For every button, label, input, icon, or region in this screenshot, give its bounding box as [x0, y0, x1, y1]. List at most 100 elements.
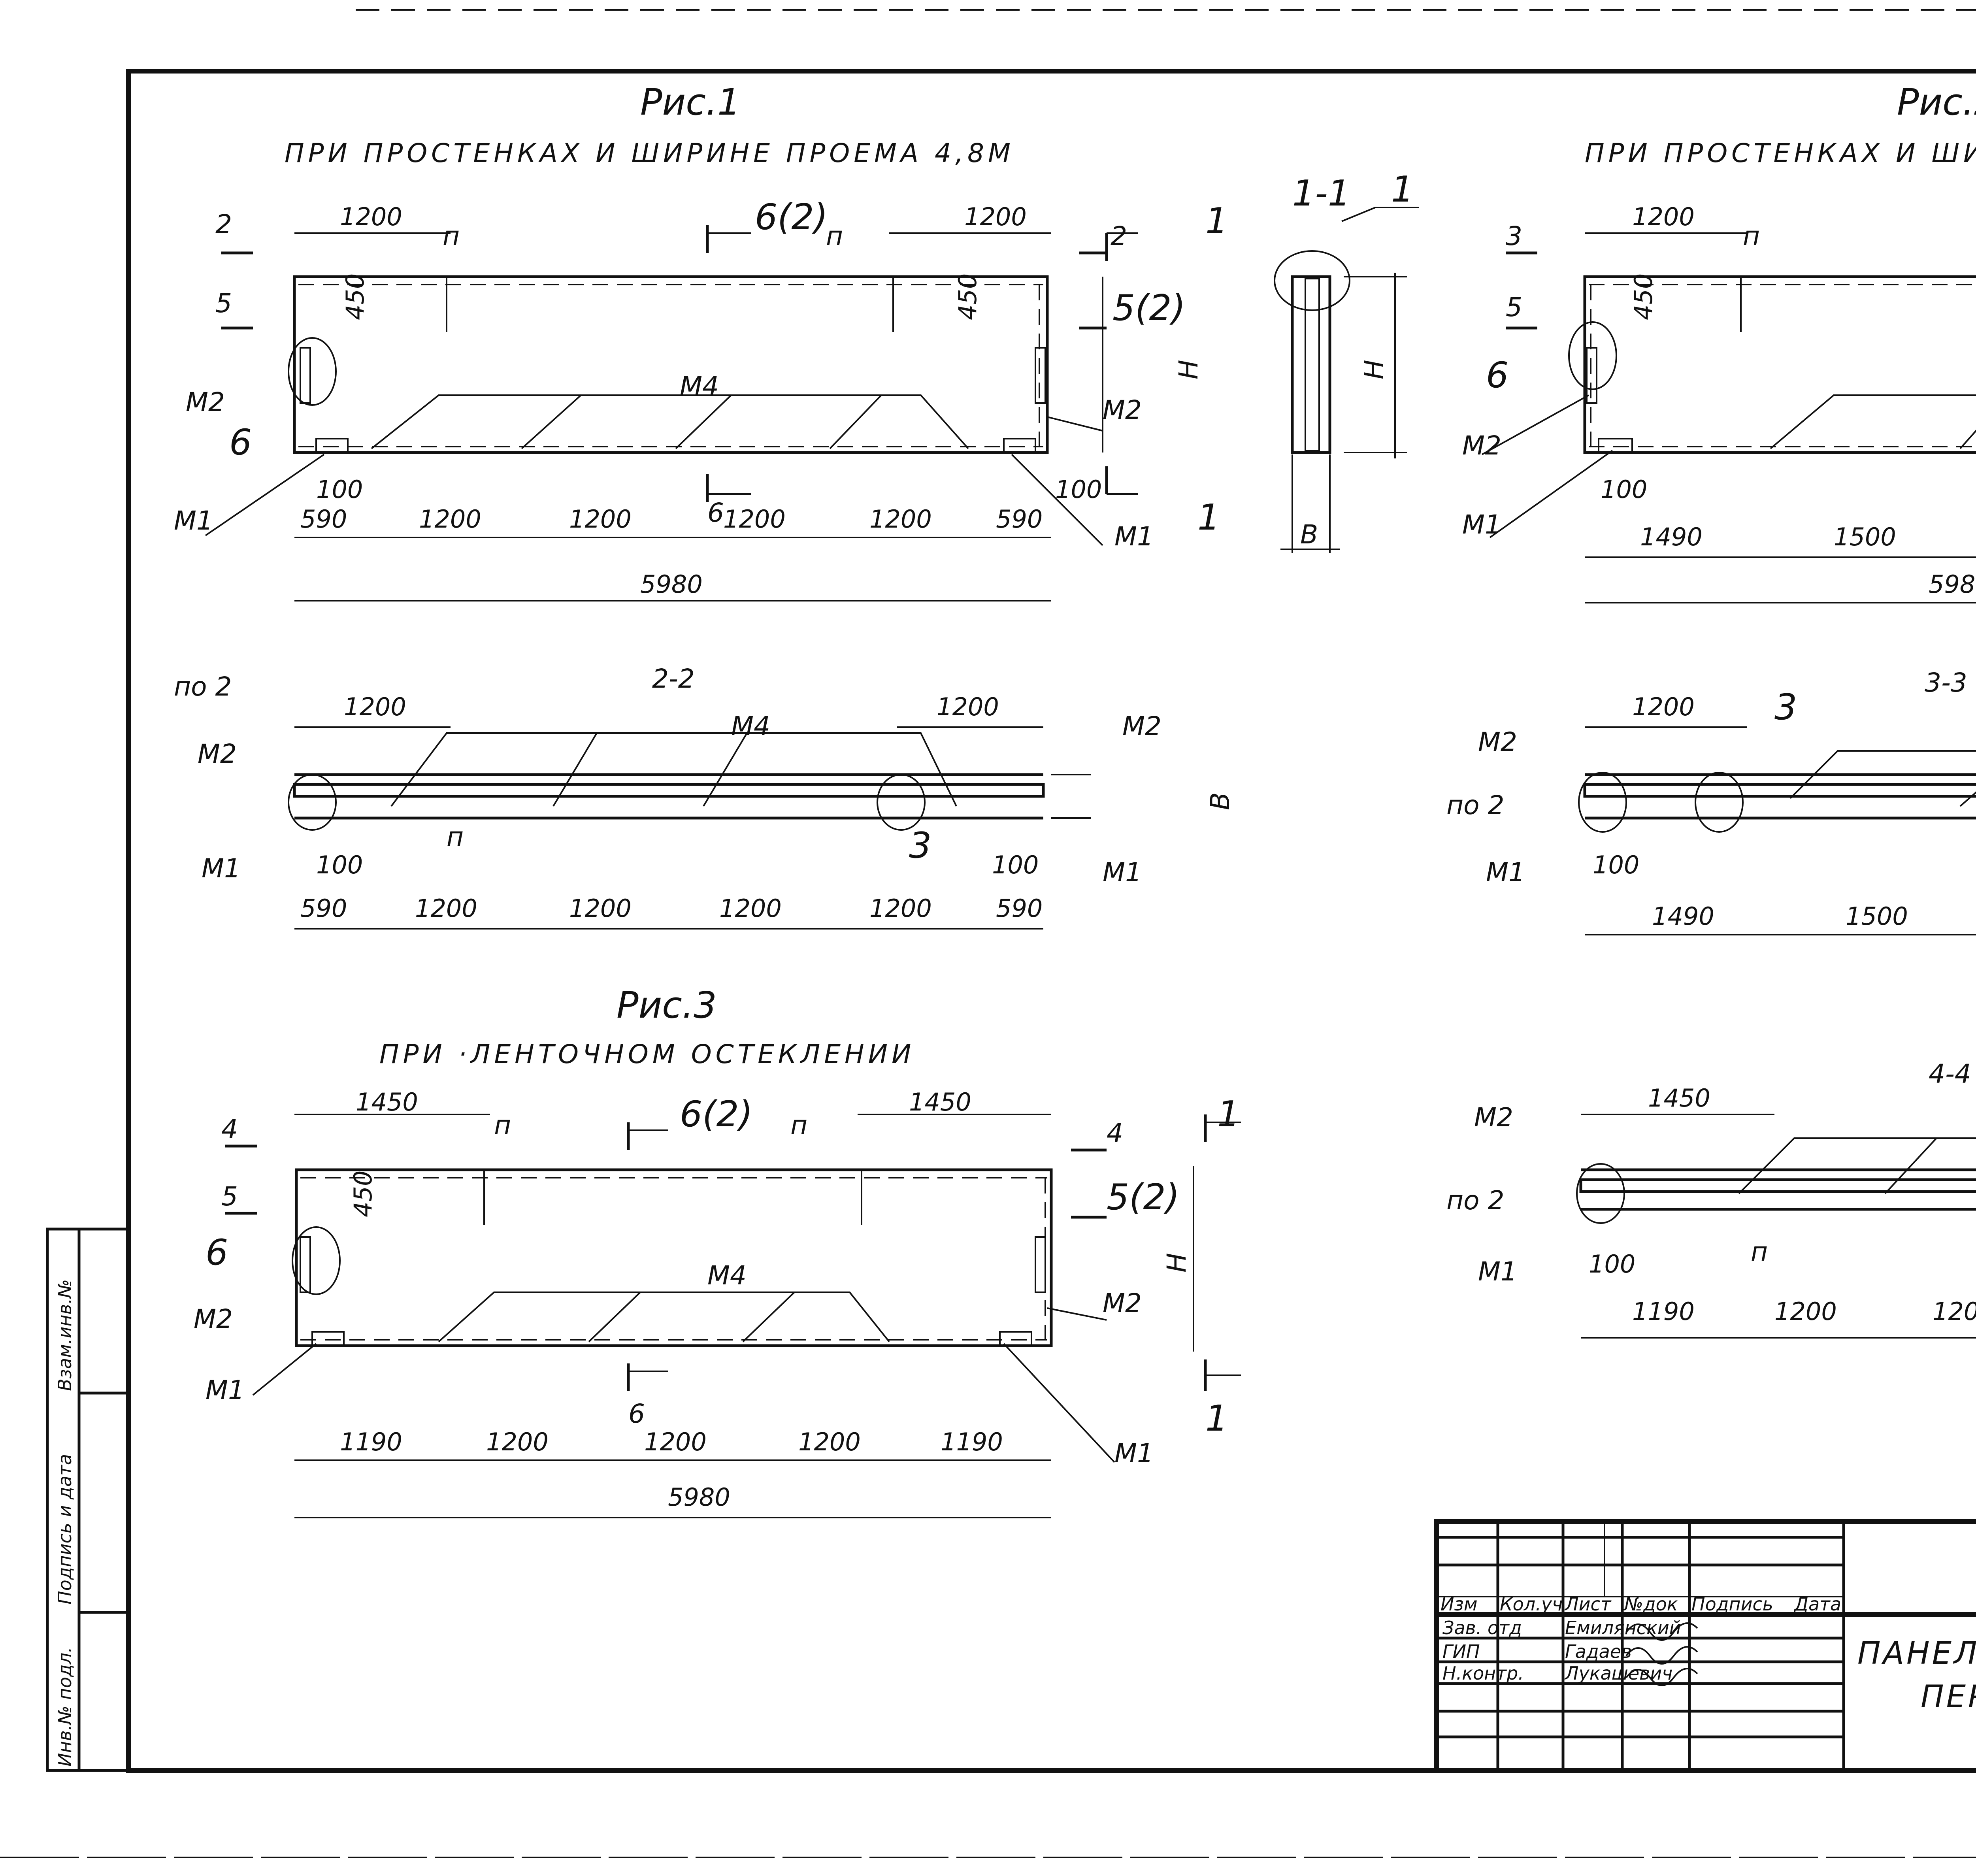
sec44-dim-top-left: 1450	[1648, 1084, 1710, 1112]
sec33-dim-bottom: 1500	[1846, 902, 1908, 931]
fig3-label-m2: М2	[1103, 1288, 1142, 1318]
fig1-dim-H: Н	[1173, 360, 1204, 379]
sec22-dim-bottom: 1200	[415, 894, 477, 923]
fig3-label-m1: М1	[1114, 1438, 1154, 1469]
fig1-dim-bottom: 1200	[723, 505, 786, 534]
sec44-dim-bottom: 1190	[1632, 1297, 1695, 1326]
sec33-label-m2: М2	[1478, 727, 1517, 757]
fig3-dim-top-right: 1450	[909, 1088, 971, 1116]
fig1-dim-bottom: 1200	[869, 505, 932, 534]
fig1-label-m4: М4	[680, 371, 719, 402]
sec33-dim-bottom: 1490	[1652, 902, 1714, 931]
fig2-title: Рис.2	[1897, 81, 1976, 123]
sec33-edge-left: 100	[1593, 850, 1639, 879]
tb-name: Гадаев	[1565, 1641, 1632, 1662]
sec44-dim-bottom: 1200	[1774, 1297, 1837, 1326]
tb-header-ndok: №док	[1623, 1593, 1678, 1615]
fig2-dim-total: 5980	[1929, 570, 1976, 599]
side-stamp-cell: Взам.инв.№	[54, 1279, 75, 1391]
fig1-label-p: п	[443, 221, 460, 251]
section-1-1-node: 1	[1391, 169, 1414, 210]
fig1-dim-bottom: 590	[996, 505, 1043, 534]
fig1-label-m2: М2	[186, 387, 225, 417]
sec33-dim-top-left: 1200	[1632, 692, 1695, 721]
fig1-subtitle: ПРИ ПРОСТЕНКАХ И ШИРИНЕ ПРОЕМА 4,8М	[285, 138, 1014, 168]
sec22-label-m1: М1	[1103, 857, 1142, 888]
figure-1: Рис.1 ПРИ ПРОСТЕНКАХ И ШИРИНЕ ПРОЕМА 4,8…	[205, 81, 1138, 601]
fig1-cut-2b: 2	[1111, 221, 1127, 251]
fig1-cut-2: 2	[215, 209, 232, 239]
fig1-label-m2: М2	[1103, 395, 1142, 425]
figure-3	[225, 1114, 1241, 1518]
fig2-label-m1: М1	[1462, 509, 1501, 540]
tb-header-podpis: Подпись	[1691, 1593, 1773, 1615]
sec33-title: 3-3	[1925, 667, 1967, 698]
fig3-dim-bottom: 1200	[798, 1427, 861, 1456]
fig3-dim-total: 5980	[668, 1483, 730, 1512]
sec33-label-m1: М1	[1486, 857, 1525, 888]
sec22-dim-bottom: 590	[300, 894, 347, 923]
fig3-label-p: п	[494, 1110, 511, 1141]
fig2-label-m2: М2	[1462, 430, 1501, 461]
fig3-label-m4: М4	[707, 1260, 747, 1291]
section-1-1-B: В	[1300, 519, 1318, 550]
fig1-dim-total: 5980	[640, 570, 703, 599]
fig2-edge-left: 100	[1601, 475, 1647, 504]
fig2-dim-bottom: 1490	[1640, 522, 1703, 551]
tb-role: ГИП	[1442, 1641, 1480, 1662]
fig1-dim-bottom: 1200	[419, 505, 481, 534]
side-stamp-cell: Инв.№ подл.	[54, 1647, 75, 1767]
sec22-label-m2: М2	[1122, 711, 1161, 741]
fig3-cut-5: 5	[221, 1181, 238, 1212]
sec44-label-m1: М1	[1478, 1256, 1517, 1287]
sec44-title: 4-4	[1929, 1059, 1971, 1089]
sec44-dim-bottom: 1200	[1933, 1297, 1976, 1326]
tb-header-izm: Изм	[1441, 1593, 1478, 1615]
fig1-edge-left: 100	[316, 475, 363, 504]
sec22-title: 2-2	[652, 664, 695, 694]
sec22-label-p: п	[447, 822, 464, 852]
sec44-label-m2: М2	[1474, 1102, 1513, 1133]
fig3-title: Рис.3	[617, 984, 717, 1026]
fig1-cut-1-bot: 1	[1197, 497, 1220, 538]
fig3-subtitle: ПРИ ·ЛЕНТОЧНОМ ОСТЕКЛЕНИИ	[379, 1039, 915, 1069]
sec22-label-po2: по 2	[174, 671, 232, 702]
fig1-cut-5-2: 5(2)	[1112, 287, 1186, 329]
fig3-cut-4: 4	[221, 1114, 238, 1144]
sec22-label-m4: М4	[731, 711, 770, 741]
sec44-edge-left: 100	[1589, 1250, 1635, 1278]
fig1-dim-450-right: 450	[953, 273, 982, 320]
tb-header-list: Лист	[1564, 1593, 1612, 1615]
fig2-node-6: 6	[1486, 354, 1508, 396]
tb-role: Н.контр.	[1442, 1663, 1524, 1684]
fig3-label-p: п	[790, 1110, 807, 1141]
fig3-cut-1-top: 1	[1217, 1094, 1240, 1135]
fig1-label-m1: М1	[1114, 521, 1154, 552]
fig2-dim-bottom: 1500	[1834, 522, 1896, 551]
fig1-edge-right: 100	[1055, 475, 1102, 504]
sec44-label-p: п	[1751, 1237, 1768, 1267]
fig3-dim-bottom: 1190	[941, 1427, 1003, 1456]
fig1-cut-5: 5	[215, 288, 232, 319]
sec22-dim-top-right: 1200	[937, 692, 999, 721]
section-1-1-H: Н	[1359, 360, 1390, 379]
fig3-cut-6: 6	[628, 1399, 645, 1429]
fig1-dim-top-right: 1200	[964, 202, 1027, 231]
sec22-dim-bottom: 590	[996, 894, 1043, 923]
fig3-dim-bottom: 1190	[340, 1427, 402, 1456]
fig1-cut-1-top: 1	[1205, 200, 1228, 242]
title-block	[1434, 1519, 1976, 1773]
sec22-dim-bottom: 1200	[719, 894, 782, 923]
section-3-3	[1578, 726, 1976, 935]
fig3-label-m2: М2	[194, 1304, 233, 1334]
fig1-node-6: 6	[229, 422, 252, 463]
fig2-dim-top-left: 1200	[1632, 202, 1695, 231]
drawing-title-line2: ПЕРЕМЫЧКА	[1921, 1679, 1976, 1715]
fig3-cut-5-2: 5(2)	[1107, 1177, 1180, 1218]
fig3-dim-top-left: 1450	[356, 1088, 418, 1116]
tb-name: Емилянский	[1565, 1617, 1681, 1638]
fig1-dim-bottom: 1200	[569, 505, 632, 534]
fig3-dim-bottom: 1200	[486, 1427, 549, 1456]
sec22-dim-top-left: 1200	[344, 692, 406, 721]
